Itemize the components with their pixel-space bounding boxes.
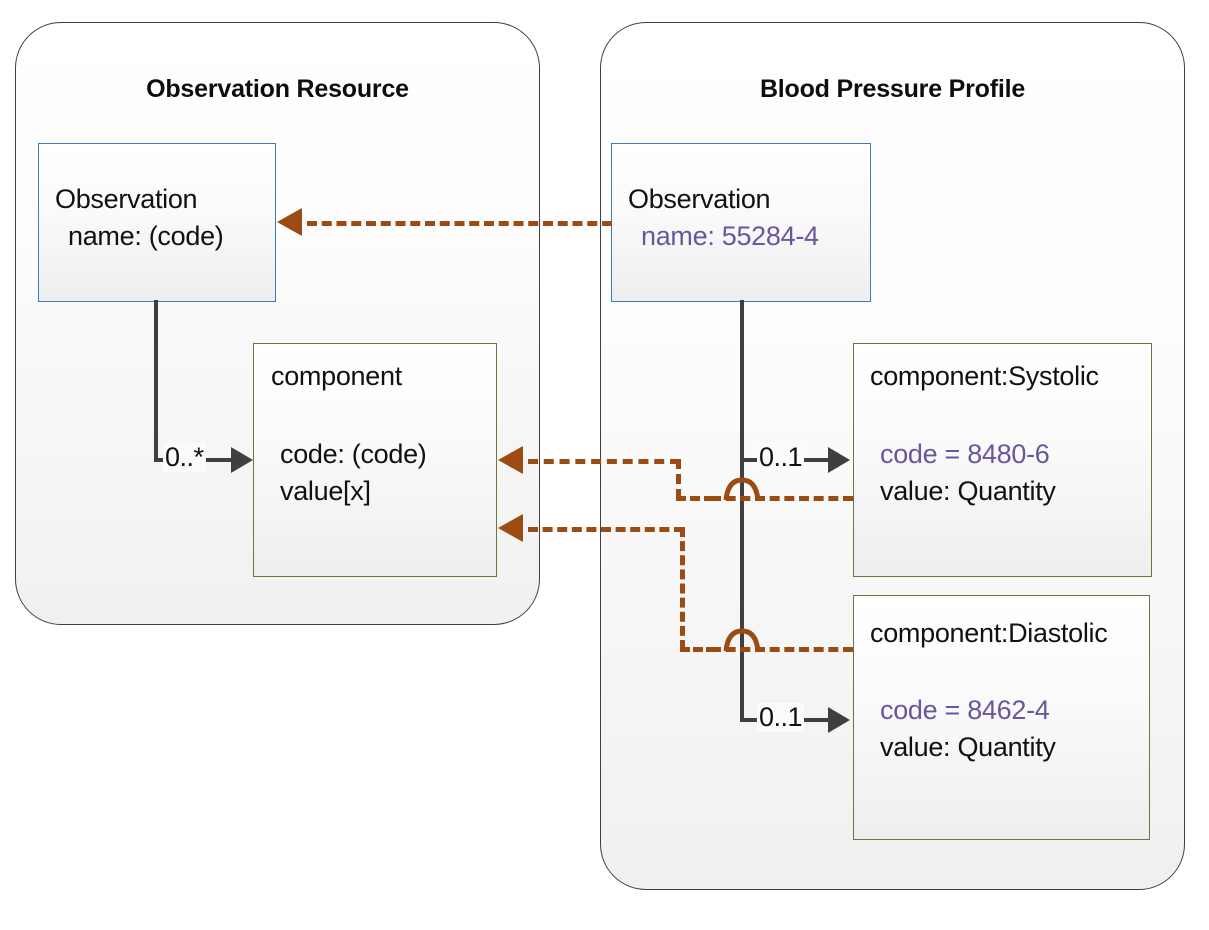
right-observation-box[interactable]: Observation name: 55284-4 — [611, 143, 871, 302]
left-component-box[interactable]: component code: (code) value[x] — [253, 343, 497, 577]
diastolic-attribute-value: value: Quantity — [880, 732, 1056, 762]
systolic-aggregation-arrowhead — [828, 447, 850, 473]
left-observation-attribute: name: (code) — [68, 221, 224, 251]
profile-link-diastolic-arrowhead — [498, 514, 523, 542]
left-group-title: Observation Resource — [146, 75, 409, 103]
profile-link-observation — [307, 221, 612, 226]
profile-link-systolic-seg-vertical — [676, 459, 681, 499]
profile-link-systolic-arrowhead — [498, 446, 523, 474]
systolic-attribute-code: code = 8480-6 — [880, 439, 1050, 469]
left-component-attribute-code: code: (code) — [280, 439, 427, 469]
profile-link-systolic-seg-jog — [676, 496, 714, 501]
left-observation-name: Observation — [55, 184, 198, 214]
profile-link-diastolic-seg-right — [711, 647, 853, 652]
profile-link-diastolic-seg-jog — [680, 647, 716, 652]
profile-link-observation-arrowhead — [277, 208, 302, 236]
profile-link-diastolic-seg-left — [528, 527, 684, 532]
left-multiplicity-label: 0..* — [163, 442, 206, 472]
diastolic-attribute-code: code = 8462-4 — [880, 695, 1050, 725]
profile-link-diastolic-seg-vertical — [680, 527, 685, 650]
profile-link-systolic-seg-right — [711, 496, 853, 501]
left-component-attribute-value: value[x] — [280, 476, 371, 506]
left-observation-box[interactable]: Observation name: (code) — [38, 143, 276, 302]
profile-link-systolic-seg-left — [528, 459, 680, 464]
systolic-component-name: component:Systolic — [870, 361, 1099, 391]
diastolic-component-box[interactable]: component:Diastolic code = 8462-4 value:… — [853, 595, 1150, 840]
systolic-multiplicity-label: 0..1 — [757, 442, 805, 472]
right-group-title: Blood Pressure Profile — [759, 75, 1026, 103]
diastolic-multiplicity-label: 0..1 — [757, 702, 805, 732]
systolic-attribute-value: value: Quantity — [880, 476, 1056, 506]
left-aggregation-arrowhead — [231, 447, 253, 473]
systolic-component-box[interactable]: component:Systolic code = 8480-6 value: … — [853, 343, 1152, 577]
right-aggregation-vline — [740, 300, 744, 722]
right-observation-attribute: name: 55284-4 — [641, 221, 819, 251]
diastolic-aggregation-arrowhead — [828, 707, 850, 733]
right-observation-name: Observation — [628, 184, 771, 214]
diastolic-component-name: component:Diastolic — [870, 618, 1108, 648]
left-component-name: component — [271, 361, 402, 391]
left-aggregation-vline — [154, 300, 158, 462]
